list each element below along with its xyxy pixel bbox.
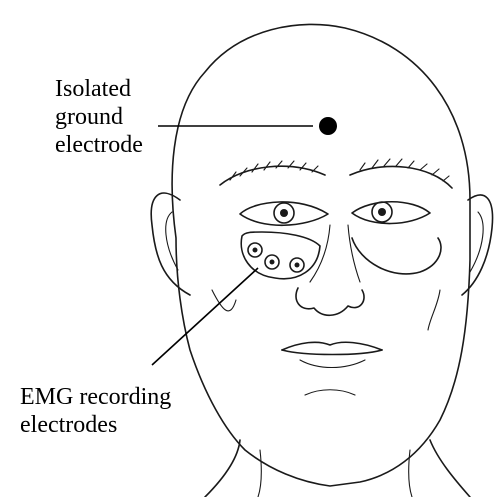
right-ear-inner bbox=[470, 212, 483, 272]
left-ear bbox=[151, 193, 190, 295]
ground-label-line-1: Isolated bbox=[55, 75, 143, 103]
ground-electrode-label: Isolated ground electrode bbox=[55, 75, 143, 159]
ground-label-line-2: ground bbox=[55, 103, 143, 131]
neck-right bbox=[430, 440, 470, 497]
neck-left bbox=[205, 440, 240, 497]
right-cheek-line bbox=[428, 290, 440, 330]
ground-electrode-dot bbox=[319, 117, 337, 135]
right-ear bbox=[462, 195, 493, 295]
emg-label-line-2: electrodes bbox=[20, 411, 171, 439]
emg-electrode-leader bbox=[152, 268, 258, 365]
right-eye bbox=[352, 202, 430, 224]
emg-electrode-3-inner bbox=[295, 263, 300, 268]
right-eyebrow-hatching bbox=[360, 159, 449, 181]
left-pupil bbox=[280, 209, 288, 217]
right-eyebrow bbox=[350, 166, 452, 188]
emg-electrodes-label: EMG recording electrodes bbox=[20, 383, 171, 439]
left-eyebrow-hatching bbox=[230, 161, 318, 180]
right-pupil bbox=[378, 208, 386, 216]
chin bbox=[305, 390, 355, 395]
nose bbox=[296, 288, 364, 315]
mouth-upper bbox=[282, 342, 382, 350]
nose-bridge-right bbox=[348, 225, 360, 282]
left-eyebrow bbox=[220, 166, 325, 185]
mouth-line bbox=[282, 350, 382, 355]
nose-bridge-left bbox=[310, 225, 330, 282]
emg-electrode-2-inner bbox=[270, 260, 275, 265]
emg-electrode-1-inner bbox=[253, 248, 258, 253]
neck-mid-left bbox=[258, 450, 261, 497]
mouth-lower bbox=[300, 360, 365, 368]
right-under-eye bbox=[352, 238, 441, 274]
emg-label-line-1: EMG recording bbox=[20, 383, 171, 411]
head-outline bbox=[172, 24, 470, 486]
ground-label-line-3: electrode bbox=[55, 131, 143, 159]
